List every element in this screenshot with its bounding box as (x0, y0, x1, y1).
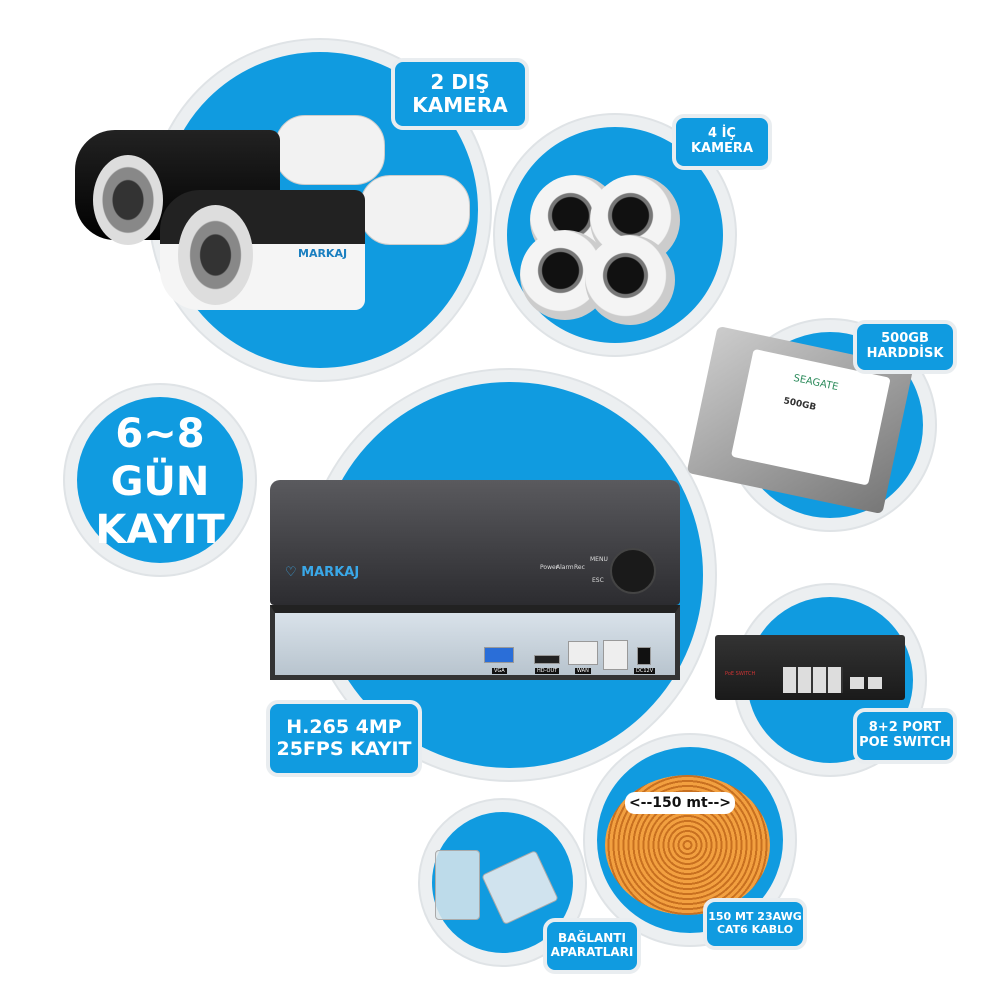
cable-label: 150 MT 23AWG CAT6 KABLO (703, 898, 807, 950)
wan-port (568, 641, 598, 665)
label-line: 4 İÇ (708, 126, 736, 142)
connectors-label: BAĞLANTI APARATLARI (543, 918, 641, 974)
dvr-recorder: ♡ MARKAJ Power Alarm Rec MENU ESC VGA HD… (270, 480, 680, 680)
record-days-text: 6~8 GÜN KAYIT (65, 410, 255, 554)
rj45-connector (435, 850, 480, 920)
hdd-label: 500GB HARDDİSK (853, 320, 957, 374)
dvr-brand-text: MARKAJ (301, 565, 360, 580)
label-line: 8+2 PORT (868, 720, 942, 736)
hdout-label: HD-OUT (535, 668, 560, 674)
esc-button-label: ESC (592, 577, 604, 584)
hdmi-port (534, 655, 560, 664)
record-days-word: KAYIT (95, 507, 225, 553)
poe-switch: PoE SWITCH (715, 635, 905, 700)
record-days-number: 6~8 (115, 411, 205, 457)
dvr-label: H.265 4MP 25FPS KAYIT (266, 700, 422, 777)
led-alarm-label: Alarm (556, 564, 574, 571)
bullet-camera: MARKAJ (160, 175, 470, 310)
switch-brand: PoE SWITCH (725, 671, 756, 677)
outdoor-camera-label: 2 DIŞ KAMERA (391, 58, 529, 130)
label-line: APARATLARI (550, 945, 634, 959)
dc-label: DC12V (634, 668, 656, 674)
label-line: H.265 4MP (286, 715, 402, 738)
label-line: CAT6 KABLO (716, 923, 794, 936)
cable-length-tag: <--150 mt--> (625, 792, 735, 814)
label-line: 25FPS KAYIT (276, 737, 412, 760)
vga-port (484, 647, 514, 663)
dvr-brand: ♡ MARKAJ (285, 565, 360, 580)
label-line: 500GB (881, 331, 929, 347)
led-rec-label: Rec (574, 564, 585, 571)
indoor-camera-label: 4 İÇ KAMERA (672, 114, 772, 170)
dvr-dpad (610, 548, 656, 594)
label-line: BAĞLANTI (558, 931, 626, 946)
label-line: KAMERA (690, 141, 754, 156)
switch-label: 8+2 PORT POE SWITCH (853, 708, 957, 764)
label-line: POE SWITCH (859, 735, 951, 750)
label-line: KAMERA (412, 93, 508, 117)
camera-brand: MARKAJ (298, 247, 348, 260)
record-days-unit: GÜN (110, 459, 210, 505)
usb-ports (603, 640, 628, 670)
dome-camera (585, 235, 675, 325)
label-line: 2 DIŞ (430, 70, 490, 94)
label-line: HARDDİSK (866, 346, 944, 361)
menu-button-label: MENU (590, 556, 608, 563)
wan-label: WAN (575, 668, 591, 674)
vga-label: VGA (492, 668, 507, 674)
led-power-label: Power (540, 564, 559, 571)
dc-port (637, 647, 651, 665)
label-line: 150 MT 23AWG (708, 910, 802, 924)
